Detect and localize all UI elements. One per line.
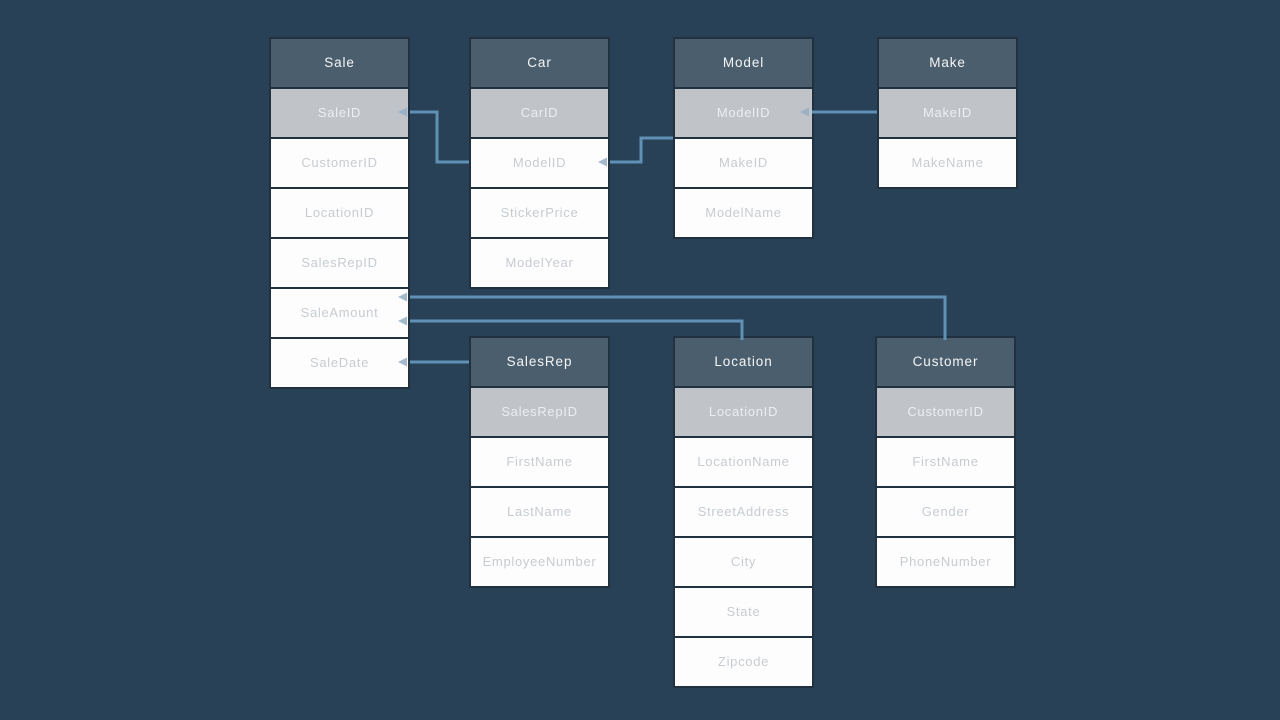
table-model-field-makeid: MakeID <box>675 139 812 189</box>
connector-sale-to-customer <box>410 295 947 340</box>
table-customer-field-customerid: CustomerID <box>877 388 1014 438</box>
table-salesrep-field-employeenumber: EmployeeNumber <box>471 538 608 586</box>
table-car-field-stickerprice: StickerPrice <box>471 189 608 239</box>
table-sale-field-saledate: SaleDate <box>271 339 408 387</box>
connector-car-modelid-to-model-makeid <box>610 136 673 164</box>
table-sale-field-saleamount: SaleAmount <box>271 289 408 339</box>
table-location-field-streetaddress: StreetAddress <box>675 488 812 538</box>
table-salesrep-field-lastname: LastName <box>471 488 608 538</box>
table-sale-field-customerid: CustomerID <box>271 139 408 189</box>
table-car-field-modelid: ModelID <box>471 139 608 189</box>
table-sale-field-locationid: LocationID <box>271 189 408 239</box>
table-customer-field-firstname: FirstName <box>877 438 1014 488</box>
table-make-field-makeid: MakeID <box>879 89 1016 139</box>
table-customer-field-gender: Gender <box>877 488 1014 538</box>
table-make-title: Make <box>879 39 1016 89</box>
table-location-field-locationname: LocationName <box>675 438 812 488</box>
table-car-title: Car <box>471 39 608 89</box>
table-location-field-locationid: LocationID <box>675 388 812 438</box>
table-make-field-makename: MakeName <box>879 139 1016 187</box>
table-salesrep-title: SalesRep <box>471 338 608 388</box>
table-location-field-city: City <box>675 538 812 588</box>
table-location-title: Location <box>675 338 812 388</box>
table-salesrep-field-salesrepid: SalesRepID <box>471 388 608 438</box>
table-location-field-state: State <box>675 588 812 638</box>
table-location-field-zipcode: Zipcode <box>675 638 812 686</box>
table-car-field-modelyear: ModelYear <box>471 239 608 287</box>
table-sale-field-saleid: SaleID <box>271 89 408 139</box>
table-sale-title: Sale <box>271 39 408 89</box>
table-model-field-modelid: ModelID <box>675 89 812 139</box>
table-salesrep-field-firstname: FirstName <box>471 438 608 488</box>
connector-sale-saleid-to-car-modelid <box>410 110 469 164</box>
table-sale-field-salesrepid: SalesRepID <box>271 239 408 289</box>
table-customer-field-phonenumber: PhoneNumber <box>877 538 1014 586</box>
table-car-field-carid: CarID <box>471 89 608 139</box>
table-model-title: Model <box>675 39 812 89</box>
table-model-field-modelname: ModelName <box>675 189 812 237</box>
table-customer-title: Customer <box>877 338 1014 388</box>
